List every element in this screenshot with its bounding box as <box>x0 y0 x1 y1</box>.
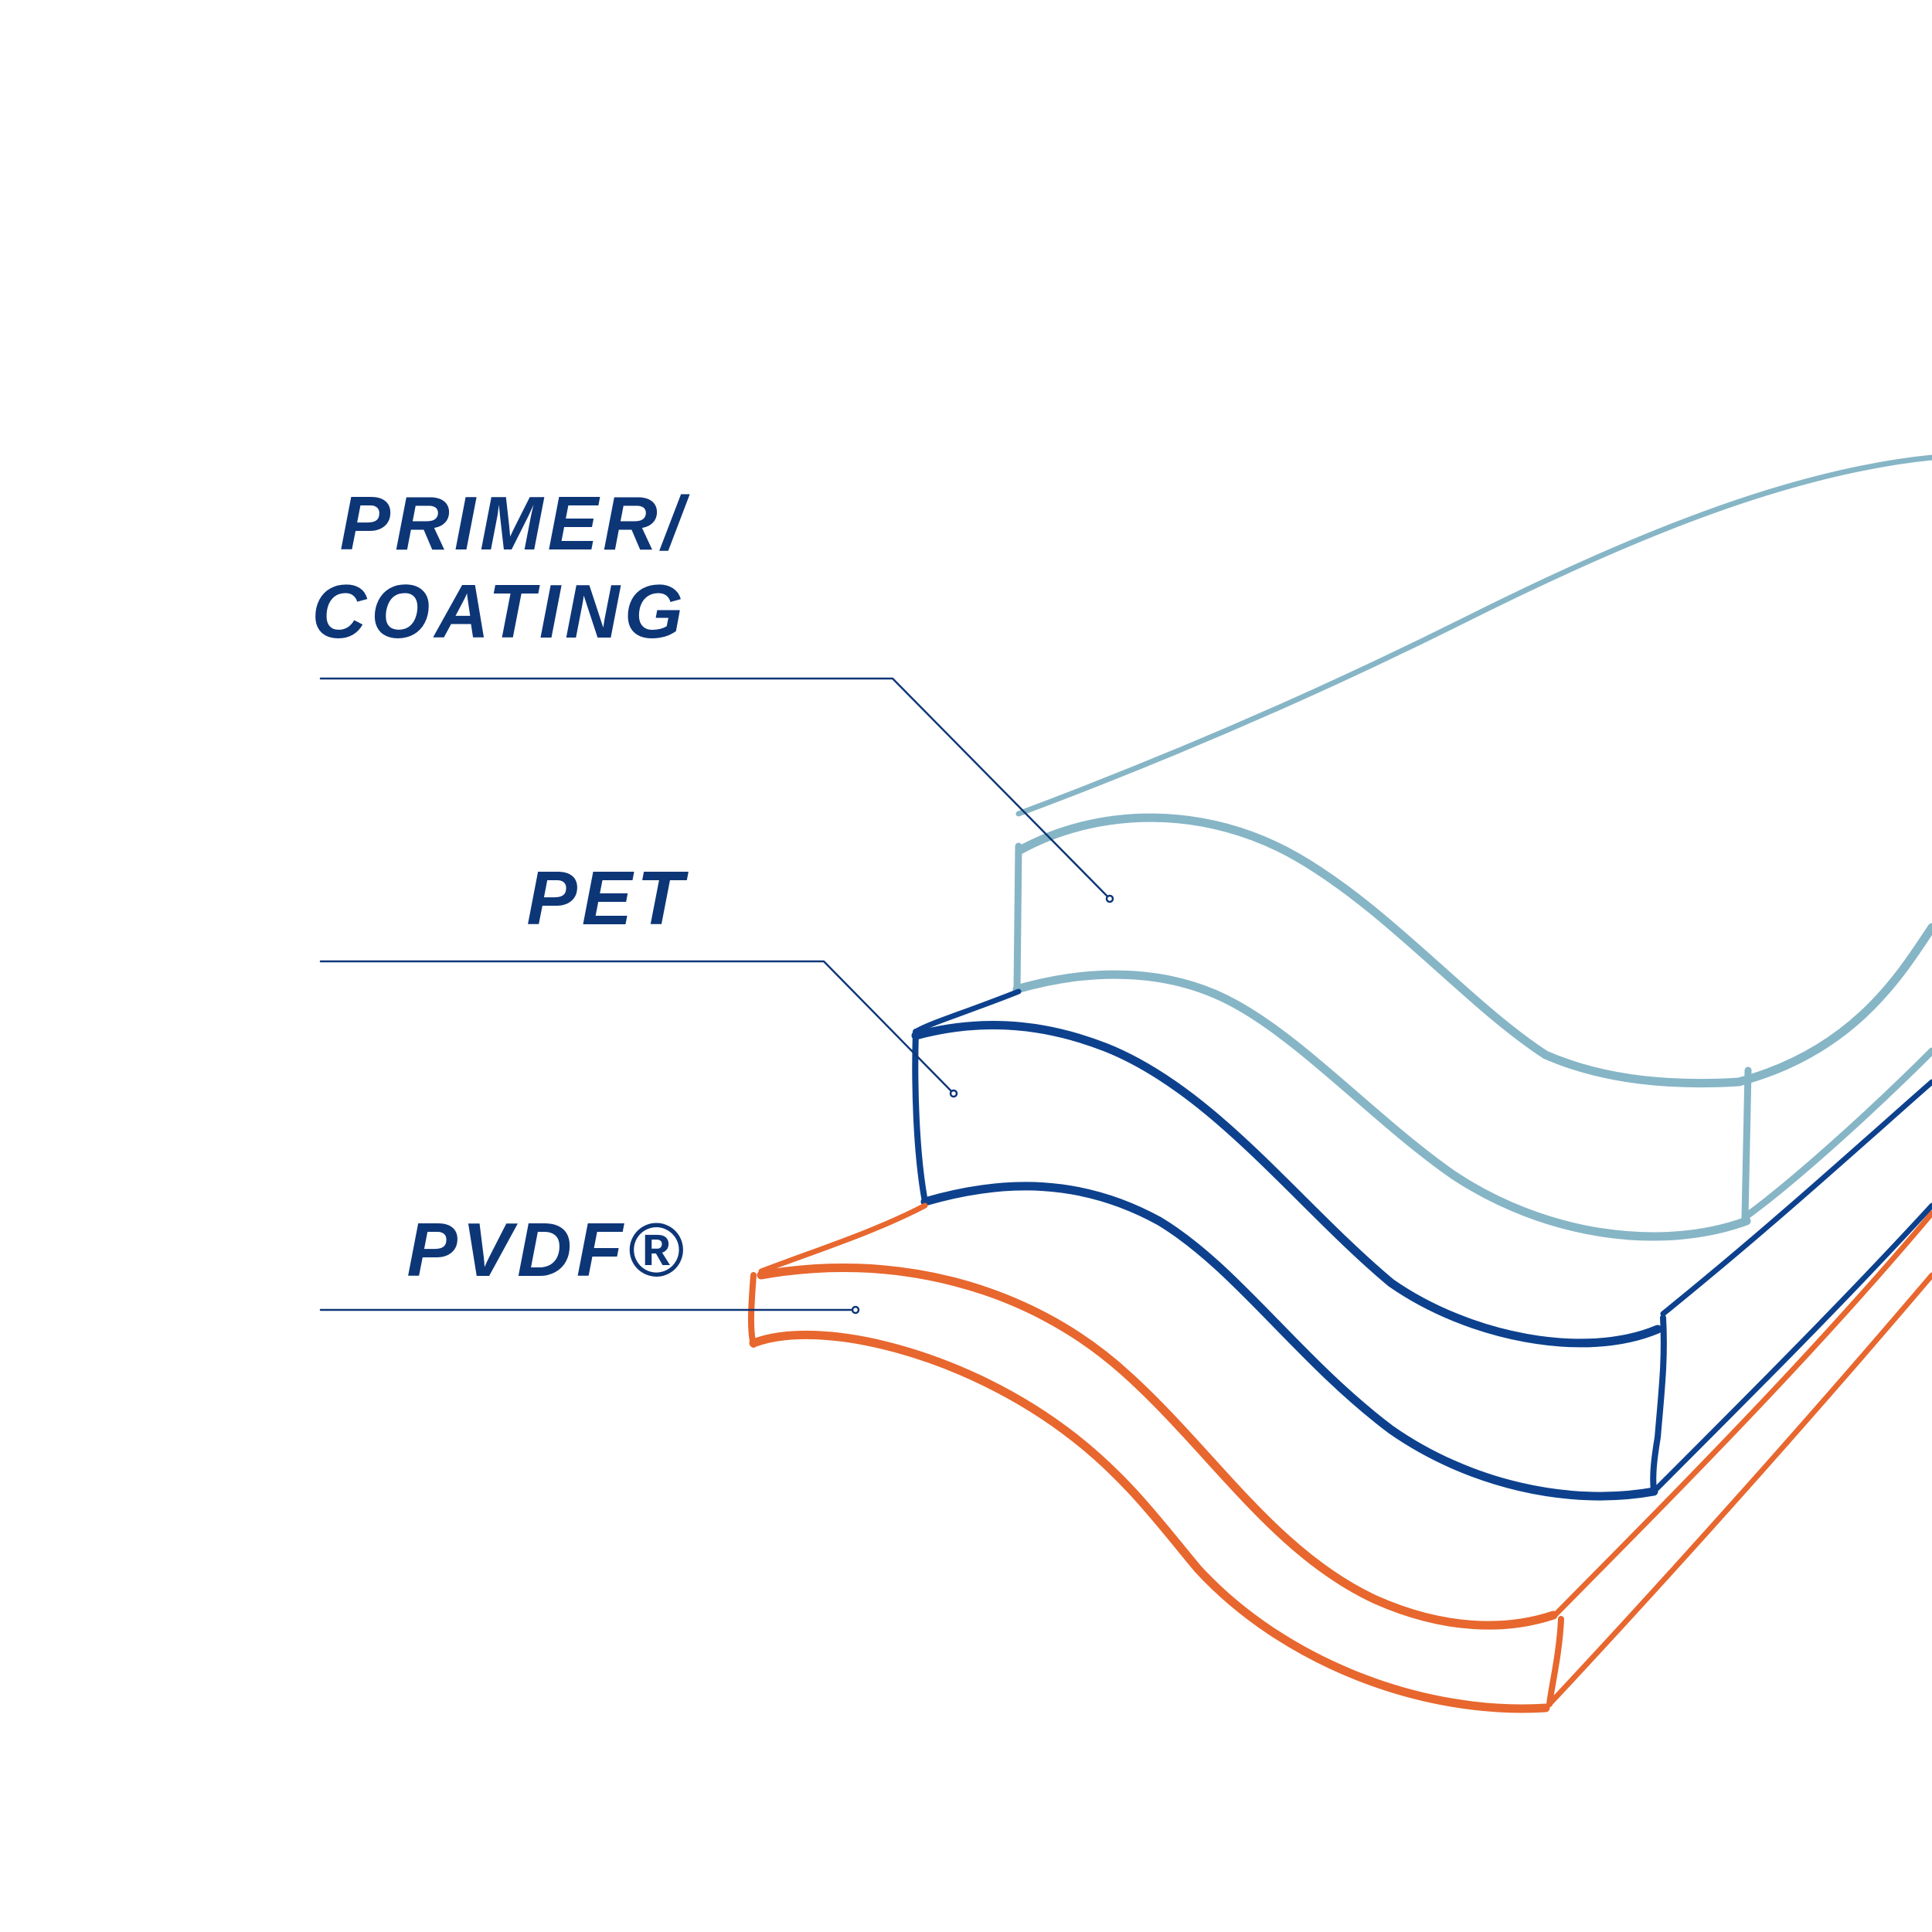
pvdf-front-lower-curve <box>749 1330 1550 1713</box>
primer-back-lower-edge <box>1741 1047 1932 1221</box>
pet-top-edge <box>913 988 1022 1035</box>
pet-layer <box>911 988 1932 1501</box>
pet-left-edge <box>912 1029 928 1205</box>
pet-label-line-1: PET <box>526 855 688 940</box>
pet-right-edge <box>1650 1315 1667 1495</box>
pvdf-back-upper-edge <box>1550 1210 1932 1620</box>
pvdf-front-upper-curve <box>757 1263 1558 1630</box>
pet-back-upper-edge <box>1660 1079 1932 1317</box>
pet-back-lower-edge <box>1651 1202 1932 1495</box>
pet-label: PET <box>526 854 688 942</box>
pet-front-upper-curve <box>911 1020 1662 1348</box>
pvdf-label-line-1: PVDF® <box>406 1207 688 1292</box>
primer-right-edge <box>1741 1066 1752 1221</box>
primer-left-edge <box>1013 842 1022 993</box>
primer-top-edge <box>1015 454 1932 817</box>
primer-leader-line <box>319 677 1111 900</box>
pvdf-label: PVDF® <box>406 1206 688 1294</box>
pvdf-back-lower-edge <box>1546 1272 1932 1707</box>
primer-front-upper-curve <box>1015 813 1932 1088</box>
primer-coating-label-line-1: PRIMER/ <box>339 481 688 566</box>
primer-leader-dot <box>1105 894 1114 903</box>
primer-coating-label: PRIMER/ COATING <box>311 479 688 655</box>
primer-front-lower-curve <box>1012 970 1751 1241</box>
pet-leader-dot <box>949 1089 958 1098</box>
primer-coating-label-line-2: COATING <box>311 569 688 654</box>
pvdf-layer <box>747 1202 1932 1713</box>
pet-front-lower-curve <box>920 1182 1658 1501</box>
primer-coating-layer <box>1012 454 1932 1241</box>
leader-lines <box>319 677 1114 1315</box>
pvdf-right-edge <box>1546 1616 1564 1707</box>
pet-leader-line <box>319 960 955 1095</box>
pvdf-leader-dot <box>851 1305 860 1315</box>
pvdf-top-edge <box>758 1202 928 1274</box>
